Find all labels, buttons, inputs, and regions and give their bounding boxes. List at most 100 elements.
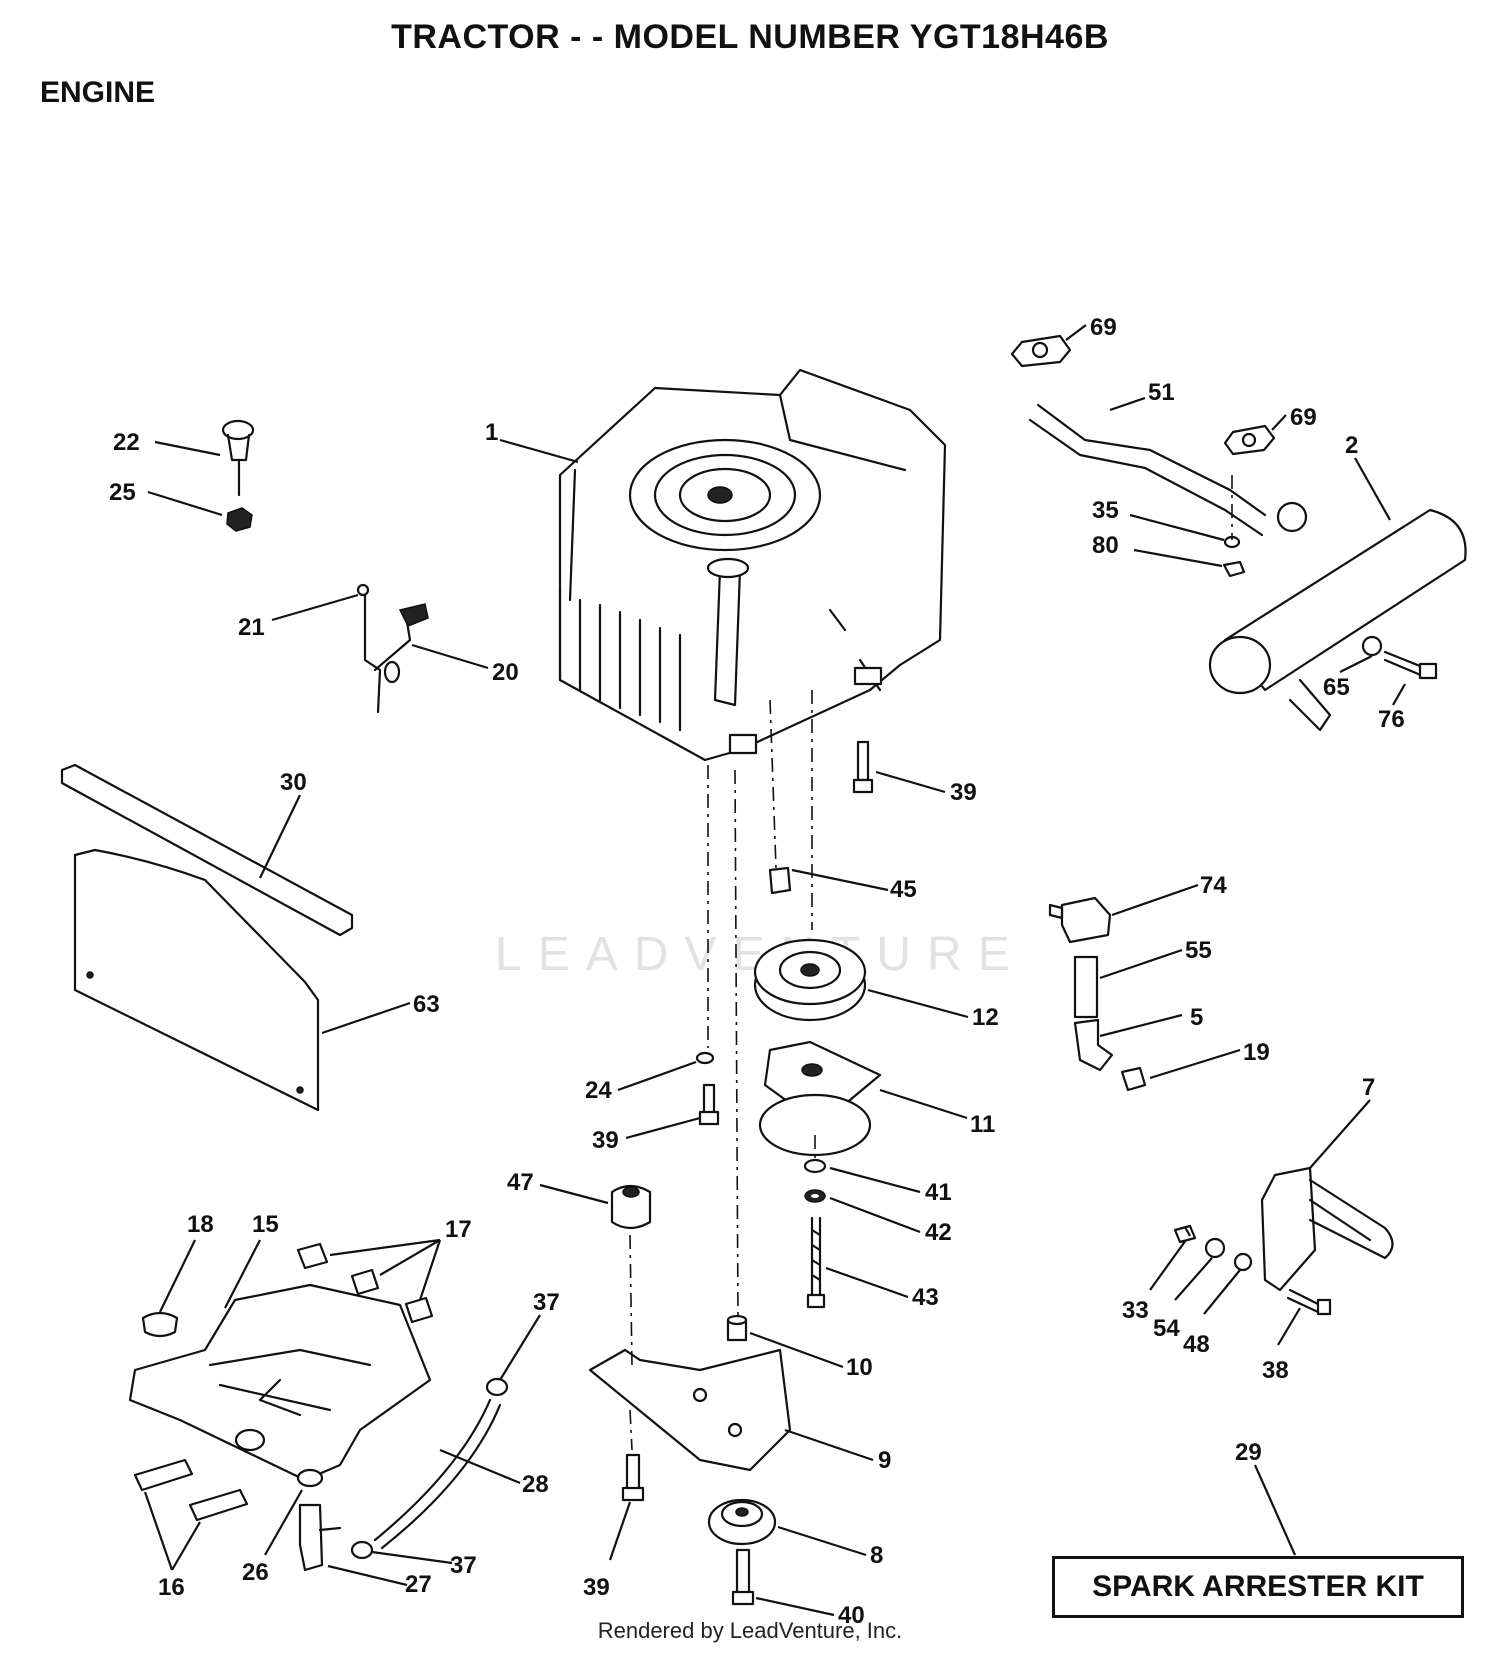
callout-45: 45 <box>890 876 917 903</box>
callout-80: 80 <box>1092 532 1119 559</box>
callout-38: 38 <box>1262 1357 1289 1384</box>
callout-10: 10 <box>846 1354 873 1381</box>
engine-pulley-part[interactable] <box>753 938 867 1022</box>
callout-74: 74 <box>1200 872 1227 899</box>
hex-nut-part[interactable] <box>226 507 253 532</box>
callout-33: 33 <box>1122 1297 1149 1324</box>
key-part[interactable] <box>768 866 792 895</box>
muffler-part[interactable] <box>1208 508 1467 732</box>
spark-arrester-kit-label: SPARK ARRESTER KIT <box>1052 1556 1464 1618</box>
pulley-bolt-part[interactable] <box>731 1548 755 1606</box>
callout-35: 35 <box>1092 497 1119 524</box>
hose-clamp-part[interactable] <box>350 1540 374 1560</box>
callout-54: 54 <box>1153 1315 1180 1342</box>
callout-16: 16 <box>158 1574 185 1601</box>
hose-clamp-part[interactable] <box>485 1377 509 1397</box>
callout-18: 18 <box>187 1211 214 1238</box>
callout-21: 21 <box>238 614 265 641</box>
callout-39b: 39 <box>592 1127 619 1154</box>
callout-69: 69 <box>1090 314 1117 341</box>
callout-5: 5 <box>1190 1004 1203 1031</box>
callout-26: 26 <box>242 1559 269 1586</box>
clutch-bolt-part[interactable] <box>806 1216 826 1309</box>
engine-panel-part[interactable] <box>73 848 320 1112</box>
fuel-cap-part[interactable] <box>141 1311 179 1338</box>
nut-part[interactable] <box>1222 560 1246 578</box>
tank-pad-part[interactable] <box>404 1296 434 1324</box>
bolt-part[interactable] <box>698 1083 720 1126</box>
drain-tube-part[interactable] <box>1073 955 1099 1019</box>
choke-knob-part[interactable] <box>221 419 255 497</box>
grommet-part[interactable] <box>296 1468 324 1488</box>
callout-11: 11 <box>970 1111 995 1138</box>
callout-2: 2 <box>1345 432 1358 459</box>
callout-17: 17 <box>445 1216 472 1243</box>
fuel-tank-part[interactable] <box>128 1283 432 1482</box>
fuel-shutoff-valve-part[interactable] <box>298 1503 342 1572</box>
drain-plug-part[interactable] <box>1120 1066 1147 1092</box>
callout-7: 7 <box>1362 1074 1375 1101</box>
callout-28: 28 <box>522 1471 549 1498</box>
spacer-part[interactable] <box>610 1184 652 1230</box>
washer-part[interactable] <box>1361 635 1383 657</box>
callout-1: 1 <box>485 419 498 446</box>
section-title: ENGINE <box>40 76 156 109</box>
fuel-line-part[interactable] <box>373 1398 502 1550</box>
spacer-part[interactable] <box>726 1314 748 1342</box>
callout-63: 63 <box>413 991 440 1018</box>
footer-credit: Rendered by LeadVenture, Inc. <box>597 1618 903 1643</box>
callout-42: 42 <box>925 1219 952 1246</box>
callout-65: 65 <box>1323 674 1350 701</box>
tank-pad-part[interactable] <box>133 1458 194 1492</box>
callout-37b: 37 <box>450 1552 477 1579</box>
tank-pad-part[interactable] <box>296 1242 329 1270</box>
callout-20: 20 <box>492 659 519 686</box>
engine-part[interactable] <box>558 368 947 762</box>
heat-shield-bar-part[interactable] <box>60 763 354 937</box>
callout-48: 48 <box>1183 1331 1210 1358</box>
callout-37: 37 <box>533 1289 560 1316</box>
callout-76: 76 <box>1378 706 1405 733</box>
exhaust-pipe-part[interactable] <box>1028 403 1308 537</box>
exhaust-gasket-part[interactable] <box>1223 424 1276 456</box>
tank-pad-part[interactable] <box>188 1488 249 1522</box>
callout-24: 24 <box>585 1077 612 1104</box>
callout-9: 9 <box>878 1447 891 1474</box>
callout-43: 43 <box>912 1284 939 1311</box>
page-title: TRACTOR - - MODEL NUMBER YGT18H46B <box>391 18 1109 56</box>
callout-40: 40 <box>838 1602 865 1629</box>
idler-bracket-part[interactable] <box>588 1348 792 1472</box>
callout-69b: 69 <box>1290 404 1317 431</box>
callout-22: 22 <box>113 429 140 456</box>
callout-27: 27 <box>405 1571 432 1598</box>
callout-30: 30 <box>280 769 307 796</box>
washer-part[interactable] <box>804 1189 826 1203</box>
callout-25: 25 <box>109 479 136 506</box>
electric-clutch-part[interactable] <box>758 1040 882 1157</box>
spacer-part[interactable] <box>803 1158 827 1174</box>
callout-47: 47 <box>507 1169 534 1196</box>
oil-fill-cap-part[interactable] <box>1048 896 1112 944</box>
elbow-fitting-part[interactable] <box>1073 1018 1114 1072</box>
bolt-part[interactable] <box>852 740 874 794</box>
idler-pulley-part[interactable] <box>707 1498 777 1546</box>
bolt-part[interactable] <box>621 1453 645 1502</box>
lock-washer-part[interactable] <box>695 1051 715 1065</box>
bolt-part[interactable] <box>1286 1288 1332 1316</box>
callout-55: 55 <box>1185 937 1212 964</box>
muffler-bracket-part[interactable] <box>1260 1166 1394 1292</box>
exhaust-gasket-part[interactable] <box>1010 334 1072 368</box>
callout-39: 39 <box>950 779 977 806</box>
tank-pad-part[interactable] <box>350 1268 380 1296</box>
throttle-control-part[interactable] <box>356 583 429 714</box>
bolt-part[interactable] <box>1383 650 1438 680</box>
callout-39c: 39 <box>583 1574 610 1601</box>
watermark: LEADVENTURE <box>495 928 1026 981</box>
washer-part[interactable] <box>1204 1237 1226 1259</box>
callout-51: 51 <box>1148 379 1175 406</box>
callout-19: 19 <box>1243 1039 1270 1066</box>
lock-washer-part[interactable] <box>1233 1252 1253 1272</box>
callout-8: 8 <box>870 1542 883 1569</box>
callout-12: 12 <box>972 1004 999 1031</box>
